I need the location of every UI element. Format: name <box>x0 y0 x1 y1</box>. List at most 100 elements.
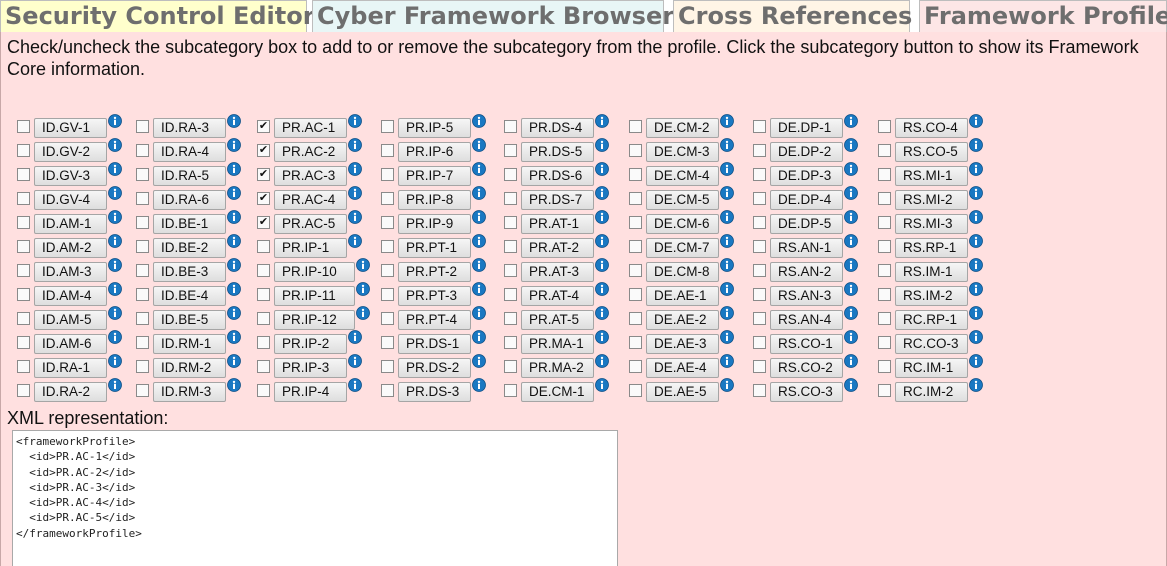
subcategory-checkbox[interactable] <box>878 264 891 277</box>
subcategory-checkbox[interactable] <box>504 288 517 301</box>
info-icon[interactable] <box>348 354 362 368</box>
subcategory-button[interactable]: PR.DS-1 <box>398 334 471 354</box>
subcategory-checkbox[interactable] <box>136 192 149 205</box>
subcategory-button[interactable]: PR.DS-3 <box>398 382 471 402</box>
info-icon[interactable] <box>595 354 609 368</box>
subcategory-checkbox[interactable] <box>504 192 517 205</box>
subcategory-button[interactable]: PR.MA-2 <box>521 358 594 378</box>
info-icon[interactable] <box>844 186 858 200</box>
subcategory-checkbox[interactable] <box>753 288 766 301</box>
info-icon[interactable] <box>227 378 241 392</box>
subcategory-button[interactable]: PR.IP-11 <box>274 286 355 306</box>
subcategory-checkbox[interactable] <box>753 240 766 253</box>
subcategory-button[interactable]: ID.RA-2 <box>34 382 107 402</box>
subcategory-button[interactable]: PR.DS-2 <box>398 358 471 378</box>
subcategory-button[interactable]: PR.IP-4 <box>274 382 347 402</box>
info-icon[interactable] <box>108 210 122 224</box>
subcategory-button[interactable]: ID.AM-5 <box>34 310 107 330</box>
tab-cyber-framework-browser[interactable]: Cyber Framework Browser <box>312 0 674 32</box>
subcategory-checkbox[interactable] <box>381 360 394 373</box>
subcategory-checkbox[interactable] <box>753 336 766 349</box>
info-icon[interactable] <box>969 162 983 176</box>
info-icon[interactable] <box>969 330 983 344</box>
subcategory-checkbox[interactable] <box>381 120 394 133</box>
subcategory-button[interactable]: ID.GV-2 <box>34 142 107 162</box>
subcategory-button[interactable]: PR.DS-5 <box>521 142 594 162</box>
subcategory-button[interactable]: RS.CO-3 <box>770 382 843 402</box>
subcategory-checkbox[interactable] <box>136 288 149 301</box>
info-icon[interactable] <box>472 330 486 344</box>
subcategory-button[interactable]: DE.CM-6 <box>646 214 719 234</box>
subcategory-checkbox[interactable] <box>381 312 394 325</box>
subcategory-checkbox[interactable] <box>136 216 149 229</box>
subcategory-button[interactable]: ID.AM-6 <box>34 334 107 354</box>
subcategory-button[interactable]: ID.GV-4 <box>34 190 107 210</box>
subcategory-button[interactable]: ID.GV-1 <box>34 118 107 138</box>
subcategory-button[interactable]: ID.AM-2 <box>34 238 107 258</box>
subcategory-button[interactable]: DE.DP-3 <box>770 166 843 186</box>
info-icon[interactable] <box>472 138 486 152</box>
subcategory-button[interactable]: DE.AE-4 <box>646 358 719 378</box>
subcategory-checkbox[interactable] <box>753 192 766 205</box>
info-icon[interactable] <box>969 258 983 272</box>
subcategory-button[interactable]: RS.RP-1 <box>895 238 968 258</box>
subcategory-button[interactable]: ID.RA-3 <box>153 118 226 138</box>
info-icon[interactable] <box>108 330 122 344</box>
subcategory-button[interactable]: ID.BE-2 <box>153 238 226 258</box>
subcategory-checkbox[interactable] <box>381 288 394 301</box>
subcategory-button[interactable]: ID.RM-1 <box>153 334 226 354</box>
info-icon[interactable] <box>108 354 122 368</box>
subcategory-button[interactable]: PR.AC-4 <box>274 190 347 210</box>
info-icon[interactable] <box>720 306 734 320</box>
subcategory-checkbox[interactable] <box>753 360 766 373</box>
subcategory-checkbox[interactable] <box>136 168 149 181</box>
subcategory-button[interactable]: PR.IP-2 <box>274 334 347 354</box>
subcategory-button[interactable]: PR.AT-2 <box>521 238 594 258</box>
info-icon[interactable] <box>844 234 858 248</box>
subcategory-checkbox[interactable] <box>17 120 30 133</box>
info-icon[interactable] <box>472 354 486 368</box>
subcategory-button[interactable]: ID.RA-1 <box>34 358 107 378</box>
subcategory-button[interactable]: RS.CO-5 <box>895 142 968 162</box>
subcategory-checkbox[interactable] <box>136 312 149 325</box>
subcategory-checkbox[interactable] <box>17 264 30 277</box>
subcategory-checkbox[interactable] <box>629 360 642 373</box>
subcategory-button[interactable]: DE.CM-2 <box>646 118 719 138</box>
subcategory-button[interactable]: RS.CO-2 <box>770 358 843 378</box>
info-icon[interactable] <box>720 330 734 344</box>
subcategory-button[interactable]: ID.AM-1 <box>34 214 107 234</box>
info-icon[interactable] <box>348 162 362 176</box>
subcategory-checkbox[interactable] <box>381 216 394 229</box>
subcategory-button[interactable]: DE.CM-7 <box>646 238 719 258</box>
subcategory-checkbox[interactable] <box>17 240 30 253</box>
subcategory-button[interactable]: RS.MI-3 <box>895 214 968 234</box>
info-icon[interactable] <box>844 162 858 176</box>
subcategory-checkbox[interactable] <box>17 336 30 349</box>
subcategory-button[interactable]: PR.AT-1 <box>521 214 594 234</box>
subcategory-checkbox[interactable] <box>504 384 517 397</box>
info-icon[interactable] <box>108 234 122 248</box>
subcategory-checkbox[interactable] <box>629 312 642 325</box>
subcategory-button[interactable]: DE.CM-4 <box>646 166 719 186</box>
subcategory-button[interactable]: PR.IP-5 <box>398 118 471 138</box>
info-icon[interactable] <box>969 306 983 320</box>
info-icon[interactable] <box>720 354 734 368</box>
subcategory-button[interactable]: RS.IM-1 <box>895 262 968 282</box>
subcategory-checkbox[interactable] <box>504 360 517 373</box>
info-icon[interactable] <box>844 378 858 392</box>
info-icon[interactable] <box>720 282 734 296</box>
info-icon[interactable] <box>227 234 241 248</box>
info-icon[interactable] <box>720 210 734 224</box>
subcategory-checkbox[interactable] <box>878 336 891 349</box>
info-icon[interactable] <box>472 162 486 176</box>
info-icon[interactable] <box>472 306 486 320</box>
info-icon[interactable] <box>720 138 734 152</box>
subcategory-button[interactable]: DE.AE-2 <box>646 310 719 330</box>
info-icon[interactable] <box>348 234 362 248</box>
info-icon[interactable] <box>472 282 486 296</box>
subcategory-button[interactable]: DE.AE-3 <box>646 334 719 354</box>
subcategory-checkbox[interactable] <box>381 168 394 181</box>
info-icon[interactable] <box>227 258 241 272</box>
subcategory-button[interactable]: RS.MI-2 <box>895 190 968 210</box>
subcategory-button[interactable]: DE.CM-1 <box>521 382 594 402</box>
